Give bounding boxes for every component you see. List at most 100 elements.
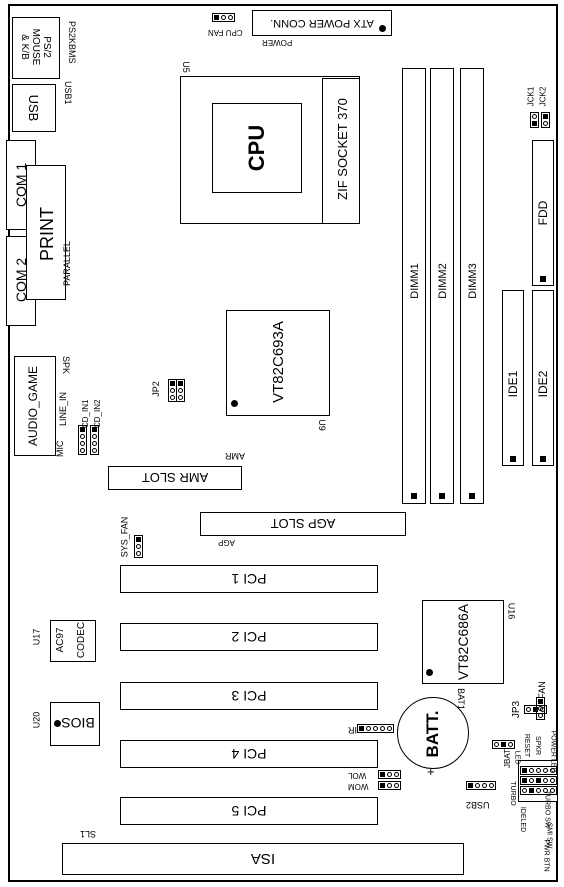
- isa-label: ISA: [250, 850, 276, 868]
- turbo-led-label: TURBO: [508, 781, 516, 806]
- dimm3-pin1: [469, 493, 475, 499]
- cd-in1-label: CD_IN1: [81, 399, 90, 428]
- ac97-codec-chip: [50, 620, 96, 662]
- ps2kbms-label: PS2KBMS: [67, 21, 77, 64]
- mic-label: MIC: [55, 440, 65, 458]
- cpu-fan-header: [212, 13, 235, 22]
- ide2-pin1: [540, 456, 546, 462]
- spkr-label: SPKR: [534, 735, 542, 756]
- socket-lever: [322, 78, 360, 224]
- cd-in2-label: CD_IN2: [93, 399, 102, 428]
- audio-game-label: AUDIO_GAME: [26, 366, 40, 447]
- u17-label: U17: [31, 628, 42, 646]
- fdd-pin1: [540, 276, 546, 282]
- dimm3-label: DIMM3: [467, 263, 479, 299]
- pci1-label: PCI 1: [231, 571, 267, 587]
- vt82c693a-chip: [226, 310, 330, 416]
- vt82c693a-pin1: [231, 400, 238, 407]
- u20-label: U20: [31, 711, 42, 729]
- usb2-label: USB2: [466, 800, 490, 810]
- power-label: POWER: [262, 38, 293, 47]
- agp-slot-label: AGP SLOT: [270, 516, 336, 532]
- jbat-jumper: [492, 740, 515, 749]
- cd-in2-header: [90, 425, 99, 455]
- usb-connector: [12, 84, 56, 132]
- ide1-pin1: [510, 456, 516, 462]
- wom-header: [378, 781, 401, 790]
- bios-label: BIOS: [61, 715, 95, 731]
- pci3-slot: [120, 682, 378, 710]
- sys-fan-header: [134, 535, 143, 558]
- motherboard-outline: [8, 4, 558, 882]
- usb1-label: USB1: [63, 81, 73, 105]
- wom-label: WOM: [348, 782, 369, 791]
- jp2-label: JP2: [150, 381, 161, 397]
- audio-game-port: [14, 356, 56, 456]
- ideled-label: IDELED: [519, 806, 527, 833]
- ide2-connector: [532, 290, 554, 466]
- usb-label: USB: [26, 94, 42, 122]
- usb2-header: [466, 781, 496, 790]
- front-panel-row2: [520, 776, 557, 785]
- jck2-jumper: [541, 112, 550, 128]
- front-panel-row3: [520, 786, 557, 795]
- bios-pin1: [54, 720, 61, 727]
- parallel-port: [26, 165, 66, 300]
- dimm2-slot: [430, 68, 454, 504]
- fdd-label: FDD: [536, 200, 550, 226]
- battery-plus-sign: +: [427, 764, 435, 779]
- pci1-slot: [120, 565, 378, 593]
- dimm2-pin1: [439, 493, 445, 499]
- spk-label: SPK: [61, 356, 71, 375]
- zif-socket-label: ZIF SOCKET 370: [334, 98, 350, 200]
- ide1-label: IDE1: [506, 370, 520, 398]
- vt82c693a-label: VT82C693A: [269, 321, 287, 403]
- wol-header: [378, 770, 401, 779]
- cd-in1-header: [78, 425, 87, 455]
- ir-label: IR: [348, 725, 357, 735]
- ide2-label: IDE2: [536, 370, 550, 398]
- battery: [397, 697, 469, 769]
- isa-slot: [62, 843, 464, 875]
- dimm1-label: DIMM1: [409, 263, 421, 299]
- fdd-connector: [532, 140, 554, 286]
- jck2-label: JCK2: [538, 86, 548, 107]
- pci2-slot: [120, 623, 378, 651]
- sl1-label: SL1: [80, 829, 97, 839]
- u16-label: U16: [506, 602, 517, 620]
- jbat-label: JBAT: [502, 749, 512, 768]
- atx-power-connector: [252, 10, 392, 36]
- u9-label: U9: [316, 419, 327, 431]
- fan-label: FAN: [536, 681, 547, 699]
- pci5-label: PCI 5: [231, 803, 267, 819]
- print-label: PRINT: [36, 207, 57, 261]
- power-led-label: POWER LED: [549, 730, 557, 773]
- atx-pin1-marker: [379, 25, 386, 32]
- agp-slot: [200, 512, 406, 536]
- smi-sw-label: SMI SW: [545, 822, 553, 849]
- pci5-slot: [120, 797, 378, 825]
- front-panel-row1: [520, 766, 557, 775]
- ac97-label: AC97: [54, 627, 66, 653]
- parallel-label: PARALLEL: [62, 241, 72, 286]
- cpu-fan-label: CPU FAN: [208, 28, 243, 37]
- jp3-label: JP3: [511, 700, 523, 719]
- dimm1-slot: [402, 68, 426, 504]
- ps2-connector: [12, 17, 60, 79]
- pci3-label: PCI 3: [231, 688, 267, 704]
- ps2-label: PS/2 MOUSE & K/B: [19, 28, 52, 66]
- dimm1-pin1: [411, 493, 417, 499]
- vt82c686a-chip: [422, 600, 504, 684]
- line-in-label: LINE_IN: [58, 391, 68, 426]
- jck1-label: JCK1: [526, 86, 536, 107]
- reset-label: RESET: [523, 733, 531, 758]
- atx-power-label: ATX POWER CONN.: [270, 17, 374, 29]
- vt82c686a-label: VT82C686A: [455, 603, 471, 681]
- codec-label: CODEC: [75, 621, 87, 659]
- fan-header: [536, 697, 545, 720]
- amr-label: AMR: [225, 451, 245, 461]
- dimm2-label: DIMM2: [437, 263, 449, 299]
- battery-label: BATT.: [423, 710, 442, 758]
- cpu-label: CPU: [244, 124, 269, 172]
- cpu-die: [212, 103, 302, 193]
